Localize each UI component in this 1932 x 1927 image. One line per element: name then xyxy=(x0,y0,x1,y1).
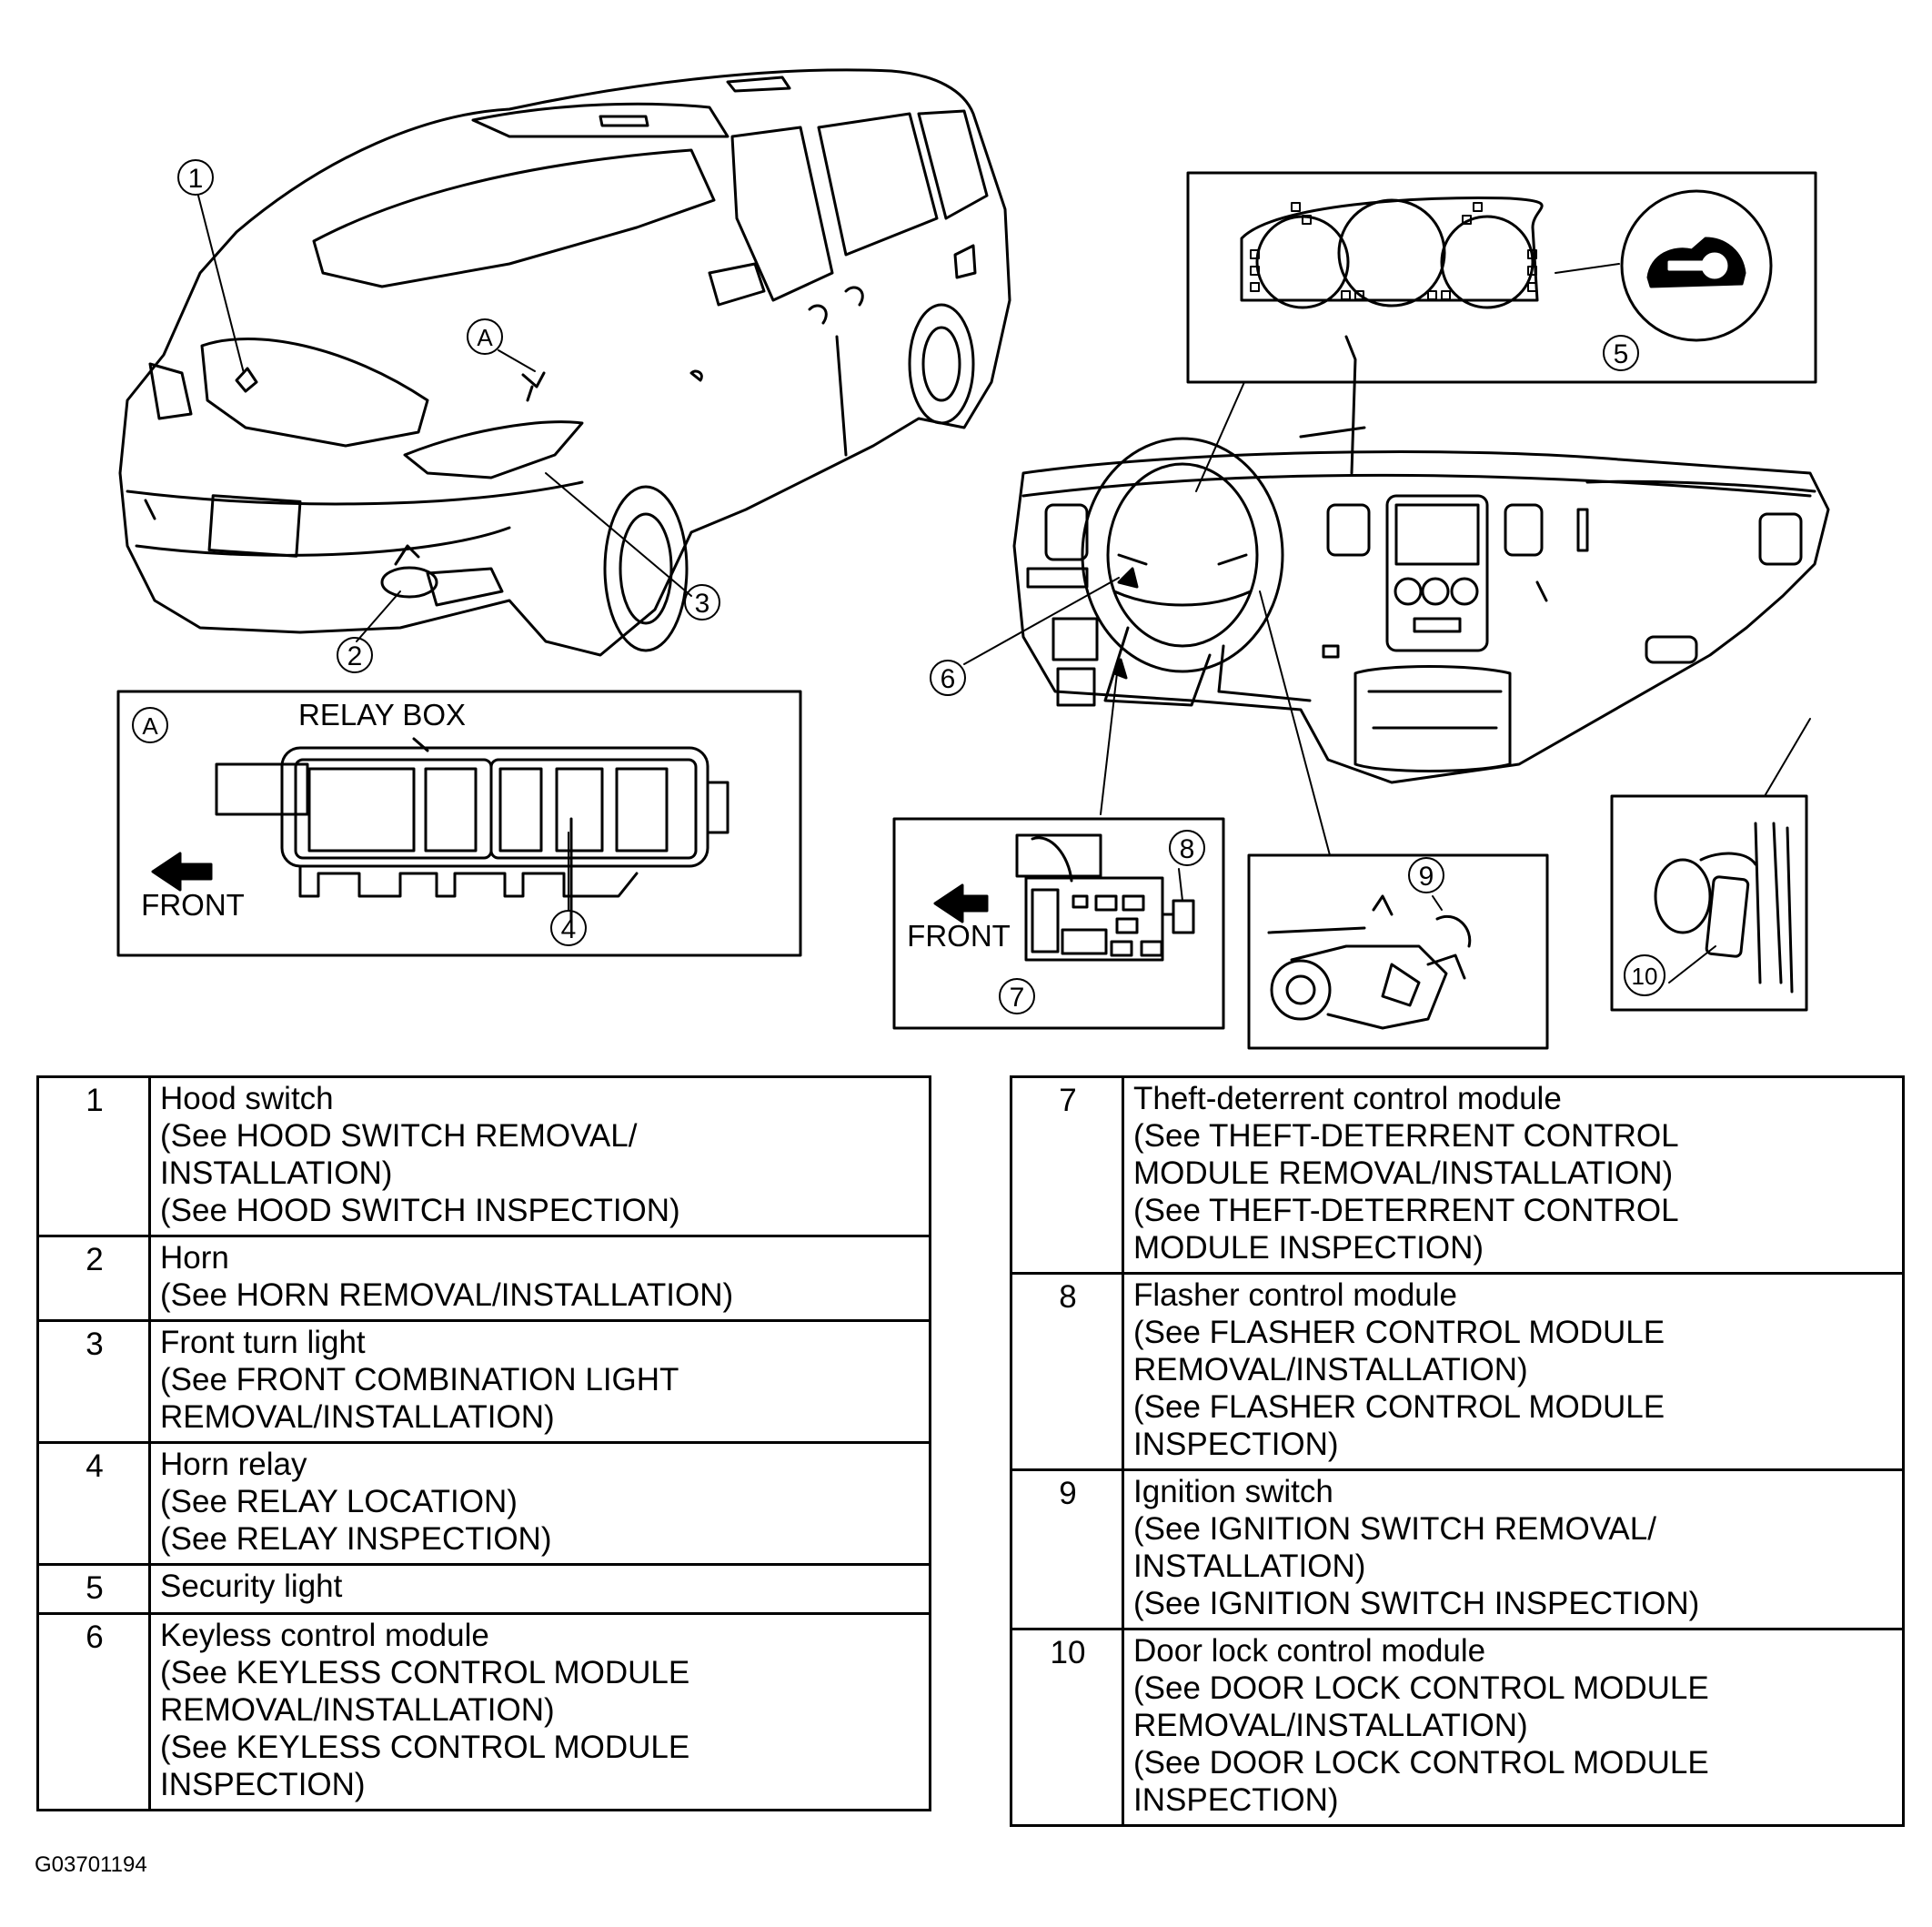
legend-row: 5 Security light xyxy=(36,1563,931,1615)
legend-line: INSTALLATION) xyxy=(1133,1549,1366,1584)
figure-id: G03701194 xyxy=(35,1852,147,1877)
legend-line: REMOVAL/INSTALLATION) xyxy=(160,1692,555,1728)
component-location-diagram: 1 2 3 4 5 6 7 8 9 10 A A RELAY BOX FRONT… xyxy=(116,68,1830,1050)
legend-number: 4 xyxy=(36,1441,151,1566)
callout-7: 7 xyxy=(1010,983,1025,1013)
legend-line: (See RELAY LOCATION) xyxy=(160,1484,518,1519)
callout-10: 10 xyxy=(1632,963,1658,990)
legend-line: Flasher control module xyxy=(1133,1277,1457,1313)
legend-line: Front turn light xyxy=(160,1325,366,1360)
instrument-cluster-inset xyxy=(1186,171,1817,384)
callout-circles xyxy=(132,159,1665,1014)
legend-line: Horn xyxy=(160,1240,229,1276)
legend-number: 8 xyxy=(1010,1272,1124,1471)
legend-line: (See HORN REMOVAL/INSTALLATION) xyxy=(160,1277,734,1313)
legend-line: MODULE REMOVAL/INSTALLATION) xyxy=(1133,1155,1674,1191)
callout-1: 1 xyxy=(188,164,204,194)
legend-line: (See FLASHER CONTROL MODULE xyxy=(1133,1315,1665,1350)
callout-6: 6 xyxy=(941,664,956,694)
legend-line: (See HOOD SWITCH REMOVAL/ xyxy=(160,1118,638,1154)
control-module-inset xyxy=(892,817,1225,1030)
legend-number: 10 xyxy=(1010,1628,1124,1827)
legend-line: REMOVAL/INSTALLATION) xyxy=(1133,1352,1528,1387)
legend-number: 6 xyxy=(36,1612,151,1811)
legend-line: Door lock control module xyxy=(1133,1633,1486,1669)
callout-5: 5 xyxy=(1614,339,1629,369)
callout-2: 2 xyxy=(347,641,363,671)
callout-4: 4 xyxy=(561,914,577,944)
legend-description: Flasher control module(See FLASHER CONTR… xyxy=(1122,1272,1905,1471)
legend-line: Ignition switch xyxy=(1133,1474,1333,1509)
legend-description: Front turn light(See FRONT COMBINATION L… xyxy=(148,1319,931,1444)
legend-line: (See DOOR LOCK CONTROL MODULE xyxy=(1133,1745,1709,1781)
legend-number: 5 xyxy=(36,1563,151,1615)
van-illustration xyxy=(118,68,1011,657)
legend-line: (See RELAY INSPECTION) xyxy=(160,1521,552,1557)
legend-description: Door lock control module(See DOOR LOCK C… xyxy=(1122,1628,1905,1827)
legend-line: (See DOOR LOCK CONTROL MODULE xyxy=(1133,1670,1709,1706)
callout-a-inset: A xyxy=(142,712,158,740)
legend-line: Horn relay xyxy=(160,1447,307,1482)
legend-line: INSPECTION) xyxy=(160,1767,366,1802)
legend-line: REMOVAL/INSTALLATION) xyxy=(1133,1708,1528,1743)
callout-a-main: A xyxy=(477,324,493,351)
legend-description: Horn relay(See RELAY LOCATION)(See RELAY… xyxy=(148,1441,931,1566)
legend-description: Horn(See HORN REMOVAL/INSTALLATION) xyxy=(148,1235,931,1322)
callout-3: 3 xyxy=(695,589,710,619)
callout-leaders xyxy=(197,195,1811,911)
legend-number: 1 xyxy=(36,1075,151,1237)
legend-line: (See IGNITION SWITCH REMOVAL/ xyxy=(1133,1511,1656,1547)
legend-description: Ignition switch(See IGNITION SWITCH REMO… xyxy=(1122,1468,1905,1630)
ignition-switch-inset xyxy=(1247,853,1549,1050)
legend-number: 7 xyxy=(1010,1075,1124,1275)
legend-description: Security light xyxy=(148,1563,931,1615)
relay-box-label: RELAY BOX xyxy=(298,698,466,731)
legend-line: (See FRONT COMBINATION LIGHT xyxy=(160,1362,679,1397)
legend-line: (See FLASHER CONTROL MODULE xyxy=(1133,1389,1665,1425)
legend-description: Hood switch(See HOOD SWITCH REMOVAL/INST… xyxy=(148,1075,931,1237)
relay-front-label: FRONT xyxy=(141,888,245,922)
legend-line: (See THEFT-DETERRENT CONTROL xyxy=(1133,1118,1679,1154)
legend-number: 2 xyxy=(36,1235,151,1322)
legend-line: Keyless control module xyxy=(160,1618,489,1653)
legend-line: INSPECTION) xyxy=(1133,1427,1339,1462)
legend-line: (See HOOD SWITCH INSPECTION) xyxy=(160,1193,680,1228)
door-lock-module-inset xyxy=(1610,794,1808,1012)
legend-line: Theft-deterrent control module xyxy=(1133,1081,1562,1116)
callout-8: 8 xyxy=(1180,834,1195,864)
legend-description: Keyless control module(See KEYLESS CONTR… xyxy=(148,1612,931,1811)
legend-number: 9 xyxy=(1010,1468,1124,1630)
module-front-label: FRONT xyxy=(907,919,1011,953)
legend-line: (See KEYLESS CONTROL MODULE xyxy=(160,1655,690,1690)
legend-line: (See IGNITION SWITCH INSPECTION) xyxy=(1133,1586,1700,1621)
legend-line: Security light xyxy=(160,1569,343,1604)
dashboard-illustration xyxy=(1012,335,1830,784)
legend-line: INSPECTION) xyxy=(1133,1782,1339,1818)
legend-line: (See THEFT-DETERRENT CONTROL xyxy=(1133,1193,1679,1228)
legend-line: Hood switch xyxy=(160,1081,334,1116)
legend-line: MODULE INSPECTION) xyxy=(1133,1230,1484,1266)
legend-line: (See KEYLESS CONTROL MODULE xyxy=(160,1730,690,1765)
callout-9: 9 xyxy=(1419,862,1434,892)
legend-line: INSTALLATION) xyxy=(160,1155,393,1191)
legend-line: REMOVAL/INSTALLATION) xyxy=(160,1399,555,1435)
legend-description: Theft-deterrent control module(See THEFT… xyxy=(1122,1075,1905,1275)
legend-number: 3 xyxy=(36,1319,151,1444)
relay-box-inset xyxy=(116,690,802,957)
